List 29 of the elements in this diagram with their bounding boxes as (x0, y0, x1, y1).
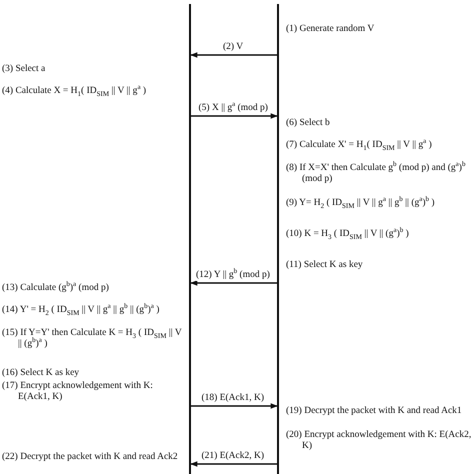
message-arrow (191, 113, 278, 119)
step-text: (4) Calculate X = H$_{1}$( ID$_{SIM}$ || V || g$^{a}$ ) (2, 86, 148, 97)
edge-label: (18) E(Ack1, K) (202, 393, 264, 404)
message-arrow (191, 403, 278, 409)
step-text: (3) Select a (2, 64, 46, 75)
step-text: (1) Generate random V (286, 24, 376, 35)
message-arrow (190, 280, 277, 286)
edge-label: (5) X || g$^{a}$ (mod p) (198, 103, 268, 114)
step-text: (11) Select K as key (286, 260, 364, 271)
message-arrow (190, 461, 277, 467)
step-text: (14) Y' = H$_{2}$ ( ID$_{SIM}$ || V || g$^{a}$ || g$^{b}$ || (g$^{b}$)$^{a}$ ) (2, 305, 160, 316)
edge-label: (12) Y || g$^{b}$ (mod p) (196, 270, 270, 281)
step-text: (15) If Y=Y' then Calculate K = H$_{3}$ ( ID$_{SIM}$ || V || (g$^{b}$)$^{a}$ ) (2, 328, 183, 350)
edge-label: (2) V (223, 42, 244, 53)
step-text: (6) Select b (286, 118, 331, 129)
step-text: (19) Decrypt the packet with K and read Ack1 (286, 406, 463, 417)
step-text: (9) Y= H$_{2}$ ( ID$_{SIM}$ || V || g$^{a}$ || g$^{b}$ || (g$^{a}$)$^{b}$ ) (286, 198, 436, 209)
step-text: (22) Decrypt the packet with K and read Ack2 (2, 452, 179, 463)
edge-label: (21) E(Ack2, K) (202, 451, 264, 462)
step-text: (16) Select K as key (2, 368, 80, 379)
step-text: (10) K = H$_{3}$ ( ID$_{SIM}$ || V || (g$^{a}$)$^{b}$ ) (286, 229, 410, 240)
step-text: (7) Calculate X' = H$_{1}$( ID$_{SIM}$ || V || g$^{a}$ ) (286, 140, 433, 151)
step-text: (8) If X=X' then Calculate g$^{b}$ (mod p) and (g$^{a}$)$^{b}$ (mod p) (286, 163, 466, 185)
lifeline (189, 4, 191, 474)
step-text: (20) Encrypt acknowledgement with K: E(Ack2, K) (286, 430, 472, 452)
lifeline (277, 4, 279, 474)
step-text: (17) Encrypt acknowledgement with K: E(Ack1, K) (2, 381, 154, 403)
step-text: (13) Calculate (g$^{b}$)$^{a}$ (mod p) (2, 283, 110, 294)
message-arrow (190, 52, 277, 58)
